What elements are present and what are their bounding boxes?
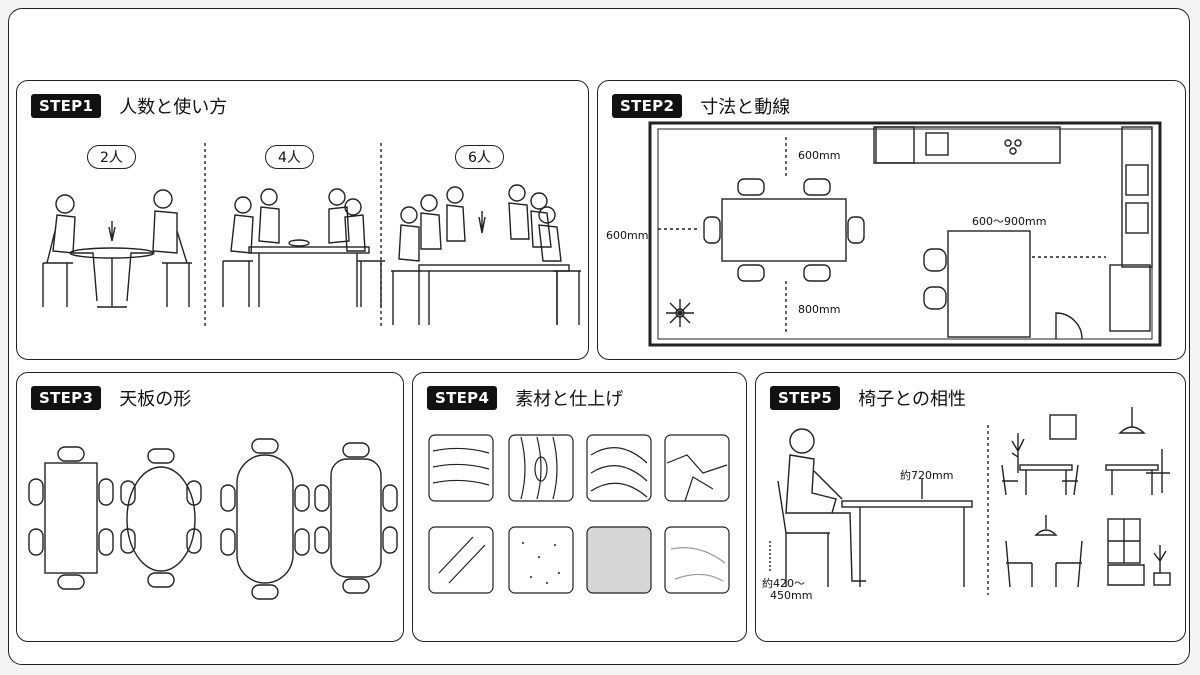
- step5-header: STEP5 椅子との相性: [770, 385, 966, 411]
- step3-title: 天板の形: [119, 389, 192, 410]
- dim-island-label: 600～900mm: [972, 215, 1047, 228]
- swatch-glass: [428, 526, 494, 594]
- round-table-shape: [120, 448, 202, 588]
- swatch-marble: [664, 526, 730, 594]
- swatch-knotted-wood: [508, 434, 574, 502]
- rectangular-table-shape: [28, 446, 114, 590]
- dim-top-label: 600mm: [798, 149, 841, 162]
- step3-panel: STEP3 天板の形: [16, 372, 404, 642]
- step2-title: 寸法と動線: [700, 97, 791, 118]
- rounded-rect-table-shape: [314, 442, 398, 594]
- swatch-wood-grain: [428, 434, 494, 502]
- dim-left-label: 600mm: [606, 229, 649, 242]
- chair-fit-illustrations: [769, 407, 1171, 595]
- two-person-scene: [42, 189, 192, 308]
- step1-header: STEP1 人数と使い方: [31, 93, 227, 119]
- dim-bottom-label: 800mm: [798, 303, 841, 316]
- seated-person-figure: [777, 428, 866, 587]
- plant-icon: [666, 299, 694, 327]
- step5-title: 椅子との相性: [858, 389, 967, 410]
- dining-table-side: [769, 479, 973, 587]
- six-person-scene: [391, 184, 581, 325]
- dining-scenes: [42, 143, 581, 329]
- step4-badge: STEP4: [427, 386, 498, 410]
- kitchen-island: [923, 230, 1031, 338]
- step3-header: STEP3 天板の形: [31, 385, 191, 411]
- group-4-label: 4人: [265, 145, 314, 169]
- step4-panel: STEP4 素材と仕上げ: [412, 372, 747, 642]
- seat-height-line2: 450mm: [770, 589, 813, 602]
- step1-badge: STEP1: [31, 94, 102, 118]
- dining-table-plan: [703, 178, 865, 282]
- material-swatches: [428, 434, 730, 594]
- group-2-label: 2人: [87, 145, 136, 169]
- step2-panel: STEP2 寸法と動線: [597, 80, 1186, 360]
- floor-plan: [648, 121, 1162, 347]
- step5-badge: STEP5: [770, 386, 841, 410]
- step2-header: STEP2 寸法と動線: [612, 93, 790, 119]
- step1-panel: STEP1 人数と使い方 2人 4人 6人: [16, 80, 589, 360]
- step1-title: 人数と使い方: [119, 97, 228, 118]
- step5-panel: STEP5 椅子との相性: [755, 372, 1186, 642]
- tabletop-shapes: [28, 438, 398, 600]
- group-6-label: 6人: [455, 145, 504, 169]
- swatch-stone: [664, 434, 730, 502]
- step3-badge: STEP3: [31, 386, 102, 410]
- swatch-wavy-grain: [586, 434, 652, 502]
- step4-title: 素材と仕上げ: [515, 389, 624, 410]
- four-person-scene: [222, 188, 385, 307]
- step2-badge: STEP2: [612, 94, 683, 118]
- seat-height-line1: 約420～: [762, 577, 805, 590]
- swatch-terrazzo: [508, 526, 574, 594]
- oval-table-shape: [220, 438, 310, 600]
- table-height-label: 約720mm: [900, 469, 954, 482]
- step4-header: STEP4 素材と仕上げ: [427, 385, 623, 411]
- chair-table-vignettes: [1001, 407, 1171, 588]
- swatch-fabric: [586, 526, 652, 594]
